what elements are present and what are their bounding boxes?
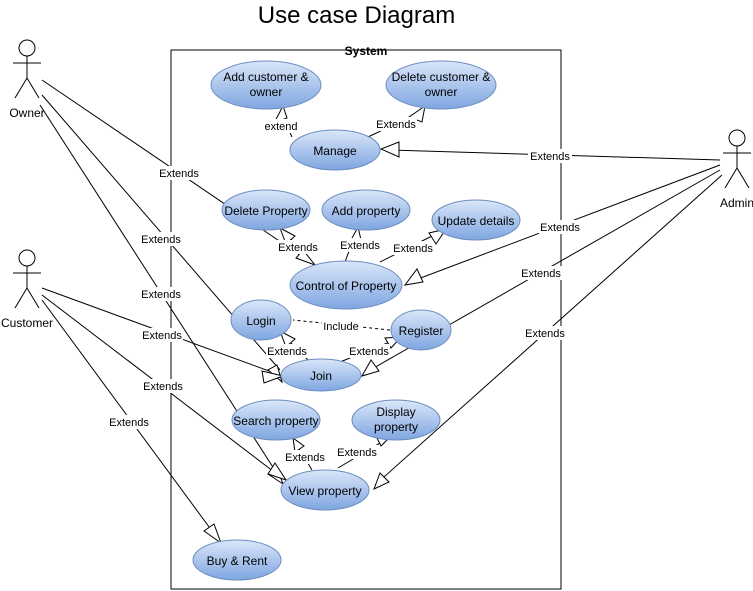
label-extends-owner-view: Extends bbox=[141, 289, 181, 301]
arrow-customer-view bbox=[267, 462, 288, 481]
arrow-admin-join bbox=[360, 359, 380, 377]
usecase-login[interactable]: Login bbox=[230, 299, 292, 341]
usecase-delete-customer-owner[interactable]: Delete customer & owner bbox=[385, 60, 497, 110]
label-include-register-login: Include bbox=[323, 321, 358, 333]
label-extends-customer-join: Extends bbox=[142, 330, 182, 342]
usecase-search-property-label: Search property bbox=[233, 414, 318, 428]
usecase-register[interactable]: Register bbox=[390, 309, 452, 351]
label-extends-owner-join: Extends bbox=[141, 234, 181, 246]
arrow-admin-control bbox=[403, 268, 424, 286]
arrow-admin-manage bbox=[379, 141, 400, 158]
usecase-add-customer-owner-line1: Add customer & bbox=[223, 70, 308, 84]
usecase-delete-customer-owner-line2: owner bbox=[425, 85, 458, 99]
actor-admin[interactable] bbox=[723, 129, 751, 189]
usecase-display-property[interactable]: Display property bbox=[351, 399, 441, 441]
label-extends-manage-del: Extends bbox=[376, 119, 416, 131]
label-extends-admin-manage: Extends bbox=[530, 151, 570, 163]
usecase-manage[interactable]: Manage bbox=[289, 129, 381, 171]
arrow-view-search bbox=[292, 436, 305, 453]
usecase-control-of-property-label: Control of Property bbox=[296, 279, 397, 293]
system-label: System bbox=[345, 44, 388, 58]
usecase-delete-property-label: Delete Property bbox=[224, 204, 307, 218]
usecase-view-property-label: View property bbox=[288, 484, 361, 498]
usecase-update-details-label: Update details bbox=[438, 214, 515, 228]
arrow-join-login bbox=[279, 329, 296, 348]
label-extends-control-update: Extends bbox=[393, 243, 433, 255]
usecase-manage-label: Manage bbox=[313, 144, 357, 158]
label-extends-control-delprop: Extends bbox=[278, 242, 318, 254]
actor-admin-label: Admin bbox=[720, 196, 753, 210]
label-extends-control-addprop: Extends bbox=[340, 240, 380, 252]
diagram-title: Use case Diagram bbox=[257, 2, 456, 29]
usecase-display-property-line1: Display bbox=[376, 405, 415, 419]
connectors bbox=[39, 79, 723, 536]
usecase-delete-property[interactable]: Delete Property bbox=[221, 189, 311, 231]
arrow-customer-buy bbox=[203, 523, 223, 545]
usecase-add-customer-owner[interactable]: Add customer & owner bbox=[210, 60, 322, 110]
usecase-add-property-label: Add property bbox=[332, 204, 401, 218]
usecase-buy-rent-label: Buy & Rent bbox=[207, 554, 268, 568]
label-extends-owner-control: Extends bbox=[159, 168, 199, 180]
usecase-control-of-property[interactable]: Control of Property bbox=[289, 260, 403, 310]
label-extends-join-login: Extends bbox=[267, 346, 307, 358]
relation-labels: extend Extends Extends Extends Extends E… bbox=[108, 117, 581, 464]
label-extends-admin-view: Extends bbox=[525, 328, 565, 340]
actor-owner-label: Owner bbox=[9, 106, 44, 120]
usecase-view-property[interactable]: View property bbox=[280, 469, 370, 511]
usecase-update-details[interactable]: Update details bbox=[431, 199, 521, 241]
usecase-buy-rent[interactable]: Buy & Rent bbox=[192, 539, 282, 581]
arrow-customer-join bbox=[261, 370, 285, 384]
arrow-admin-view bbox=[373, 472, 390, 490]
actor-customer-label: Customer bbox=[1, 316, 53, 330]
label-extends-customer-view: Extends bbox=[143, 381, 183, 393]
usecase-search-property[interactable]: Search property bbox=[231, 399, 321, 441]
label-extends-admin-control: Extends bbox=[540, 222, 580, 234]
usecase-add-customer-owner-line2: owner bbox=[250, 85, 283, 99]
label-extend-manage-add: extend bbox=[264, 121, 297, 133]
actor-owner[interactable] bbox=[13, 39, 41, 99]
usecase-register-label: Register bbox=[399, 324, 444, 338]
usecase-add-property[interactable]: Add property bbox=[321, 189, 411, 231]
actor-customer[interactable] bbox=[13, 249, 41, 309]
usecase-display-property-line2: property bbox=[374, 420, 418, 434]
label-extends-view-search: Extends bbox=[285, 452, 325, 464]
usecase-login-label: Login bbox=[246, 314, 275, 328]
label-extends-customer-buy: Extends bbox=[109, 417, 149, 429]
usecase-join[interactable]: Join bbox=[280, 358, 362, 392]
label-extends-admin-join: Extends bbox=[521, 268, 561, 280]
usecase-delete-customer-owner-line1: Delete customer & bbox=[392, 70, 491, 84]
usecase-join-label: Join bbox=[310, 369, 332, 383]
system-boundary bbox=[170, 49, 562, 590]
label-extends-view-display: Extends bbox=[337, 447, 377, 459]
label-extends-join-register: Extends bbox=[349, 346, 389, 358]
